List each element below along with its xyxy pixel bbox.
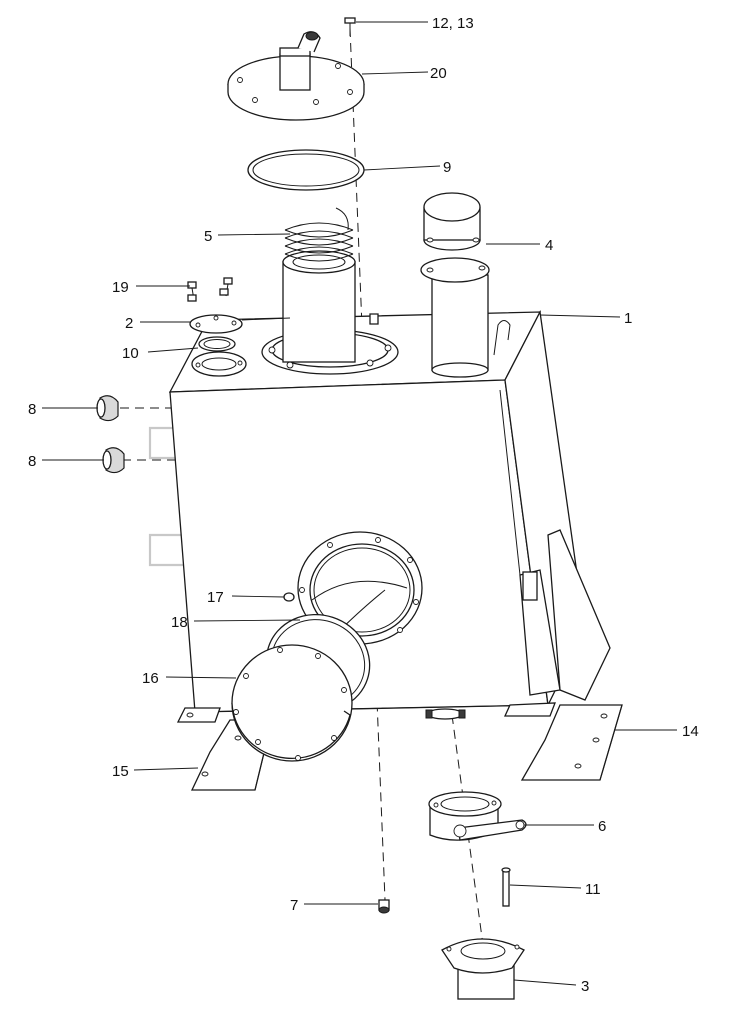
callout-1: 1	[624, 310, 632, 327]
filler-neck-5	[282, 207, 356, 363]
gasket-9	[247, 149, 365, 191]
callout-9: 9	[443, 159, 451, 176]
breather-filter-4	[420, 192, 490, 378]
callout-labels: 12, 13 20 9 5 4 19 2 1 10 8 8 17 18 16 1…	[28, 15, 699, 995]
pin-11	[501, 867, 511, 907]
callout-15: 15	[112, 763, 129, 780]
callout-8-upper: 8	[28, 401, 36, 418]
callout-8-lower: 8	[28, 453, 36, 470]
callout-5: 5	[204, 228, 212, 245]
top-cover-20	[227, 31, 365, 121]
callout-20: 20	[430, 65, 447, 82]
callout-14: 14	[682, 723, 699, 740]
inspection-cover-16	[231, 644, 353, 762]
port-flange-on-top	[191, 351, 247, 377]
bolts-19	[187, 277, 233, 302]
stud-17	[283, 592, 295, 602]
callout-6: 6	[598, 818, 606, 835]
callout-12-13: 12, 13	[432, 15, 474, 32]
callout-2: 2	[125, 315, 133, 332]
callout-18: 18	[171, 614, 188, 631]
foot-right-14	[503, 702, 623, 781]
screws-12-13	[344, 17, 356, 36]
callout-3: 3	[581, 978, 589, 995]
leader-lines	[42, 21, 677, 986]
valve-6	[428, 791, 527, 841]
callout-7: 7	[290, 897, 298, 914]
callout-10: 10	[122, 345, 139, 362]
seal-10	[198, 336, 236, 352]
plug-8-lower	[102, 447, 125, 474]
callout-19: 19	[112, 279, 129, 296]
cover-plate-2	[189, 314, 243, 334]
outlet-pipe-3	[441, 938, 525, 1000]
drain-plug-7	[378, 899, 390, 914]
plug-8-upper	[96, 395, 119, 422]
callout-17: 17	[207, 589, 224, 606]
callout-16: 16	[142, 670, 159, 687]
callout-11: 11	[585, 881, 601, 898]
callout-4: 4	[545, 237, 553, 254]
